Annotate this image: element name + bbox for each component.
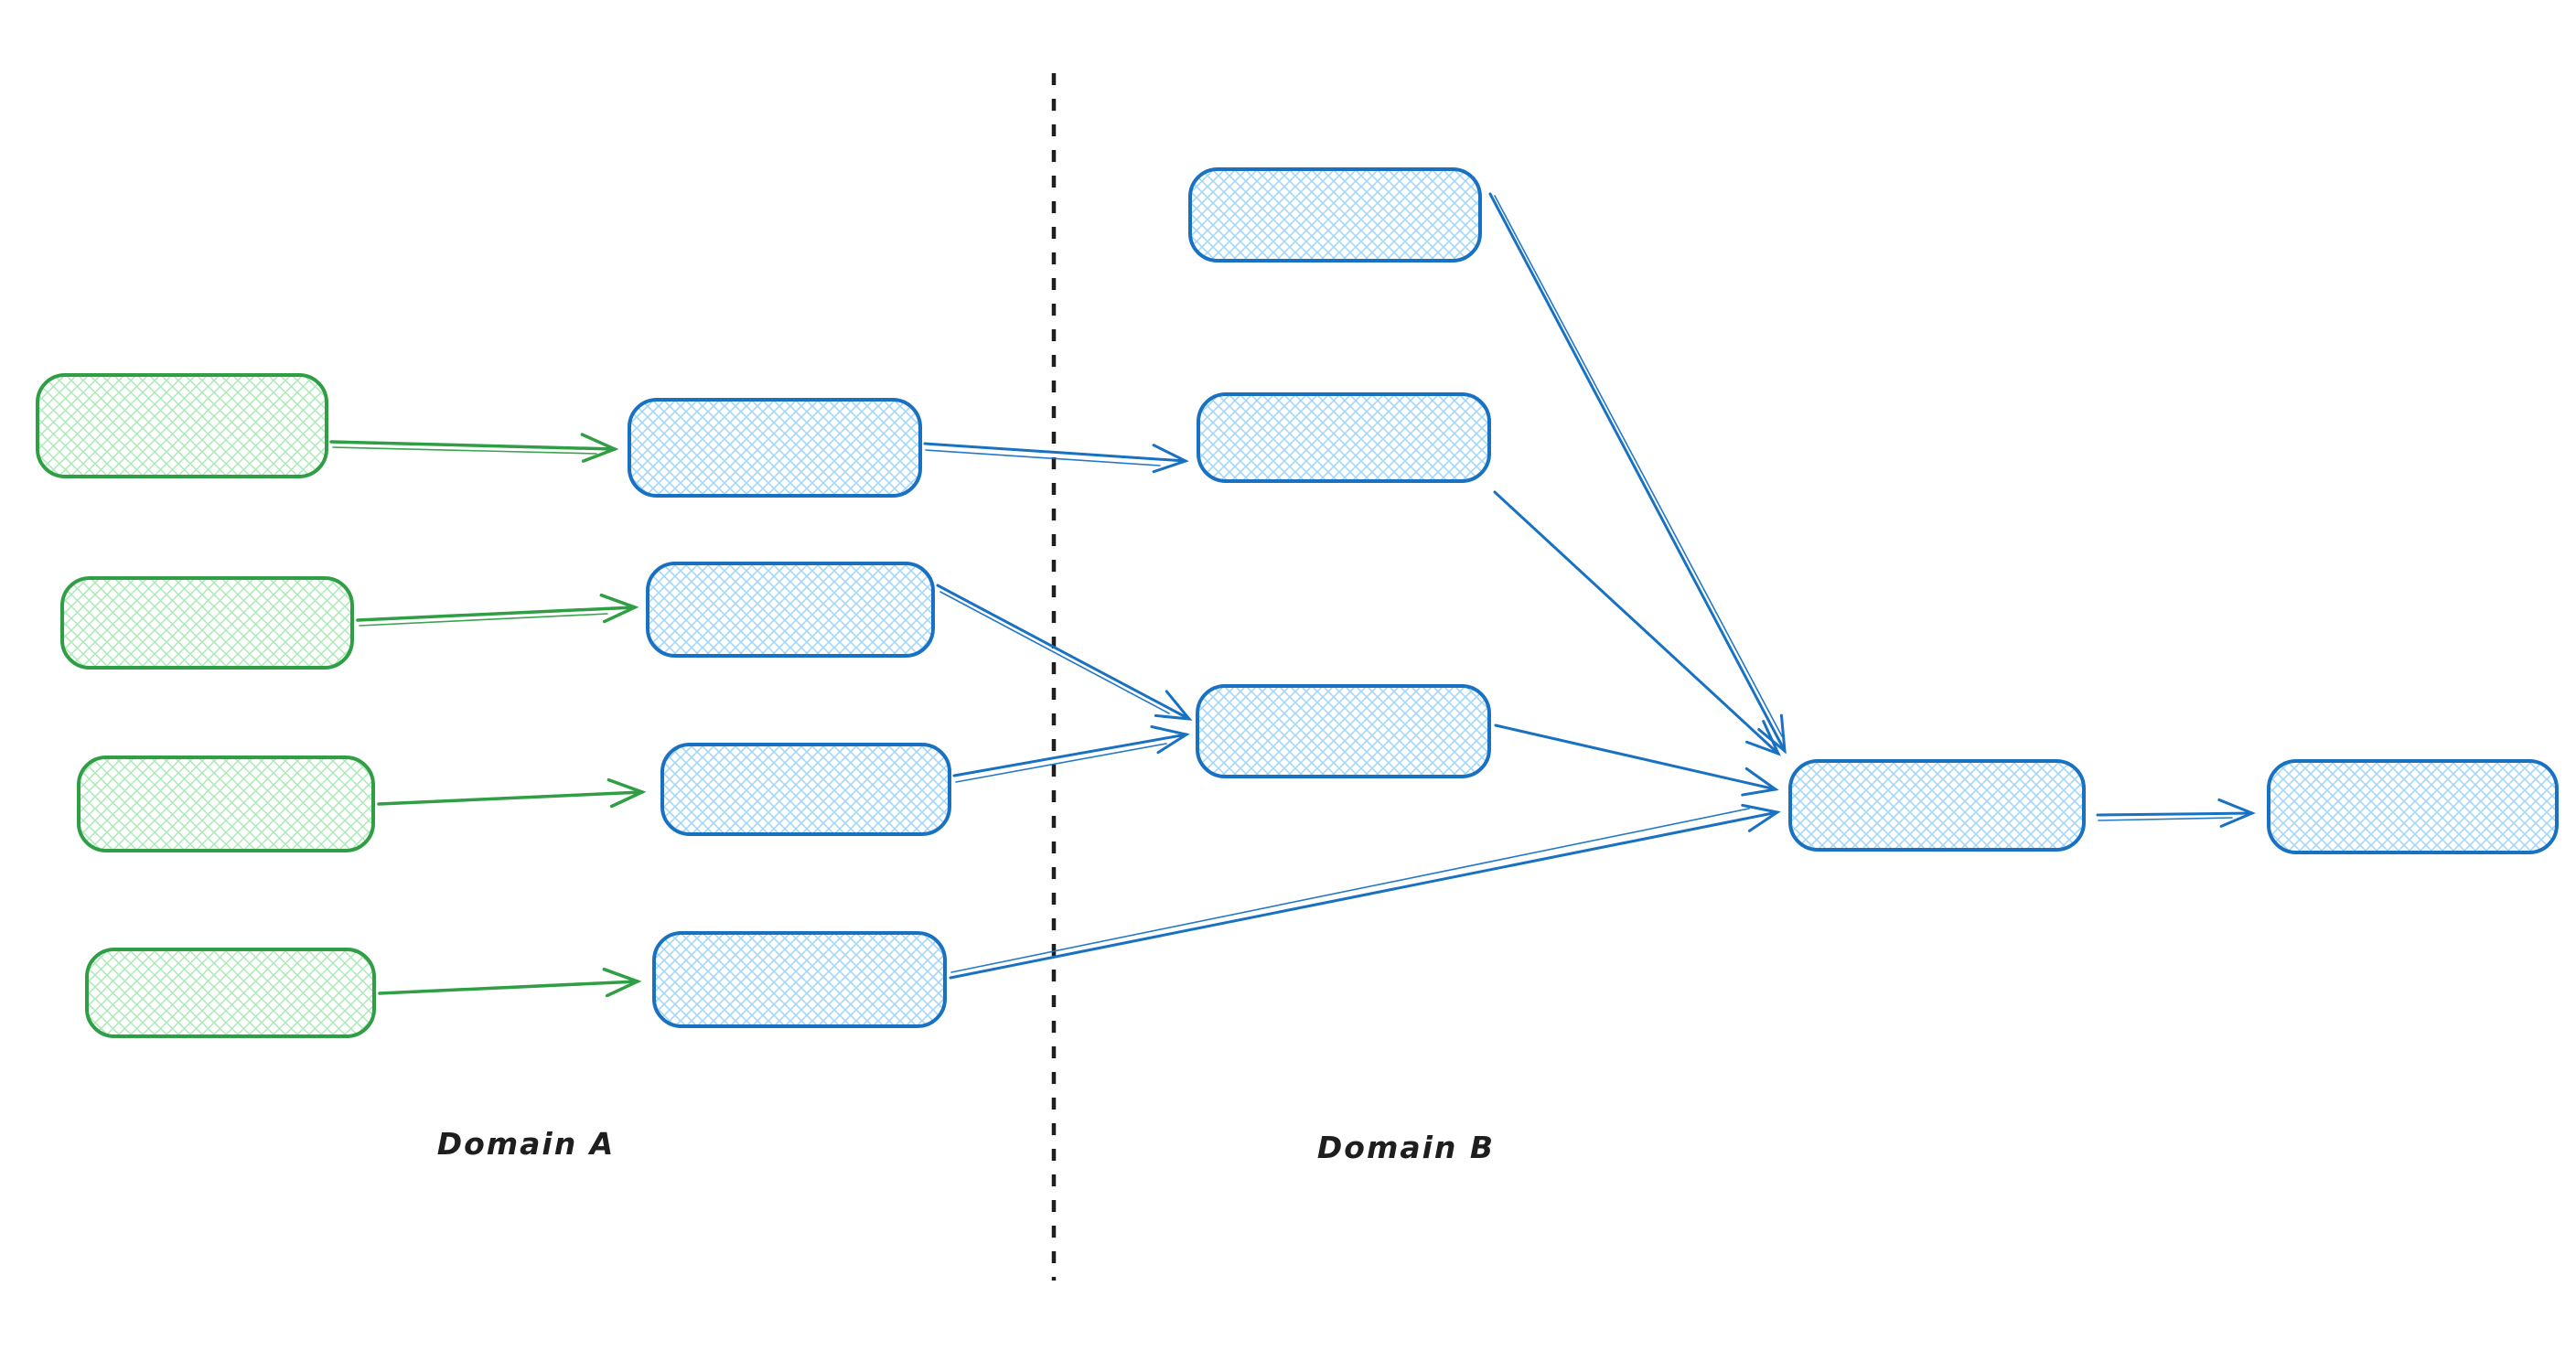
edge-sketch-echo [939,591,1170,714]
edge-sketch-echo [1494,195,1783,737]
node-a-stage-1 [628,398,922,498]
node-b-1 [1188,167,1482,263]
node-a-stage-3 [660,743,951,836]
edge-a-source-4-to-a-stage-4 [378,981,638,993]
edge-a-stage-1-to-b-node-2 [923,442,1189,474]
domain-b-label: Domain B [1317,1130,1495,1165]
edge-a-source-3-to-a-stage-3 [377,792,642,804]
node-a-source-4 [85,948,376,1038]
edge-b-node-1-to-b-hub [1488,192,1787,755]
node-layer [36,167,2559,1038]
edge-sketch-echo [359,613,608,627]
edge-sketch-echo [925,449,1161,466]
node-b-3 [1196,684,1491,778]
node-a-source-2 [60,576,354,670]
edge-a-stage-4-to-b-hub [949,803,1781,980]
edge-sketch-echo [2098,817,2233,821]
edge-a-source-2-to-a-stage-2 [356,607,635,620]
edge-sketch-echo [955,743,1167,783]
node-a-stage-4 [652,931,947,1028]
node-a-source-3 [77,756,375,852]
node-a-stage-2 [646,562,935,658]
node-b-2 [1197,392,1491,483]
edge-sketch-echo [950,808,1750,973]
edge-a-stage-3-to-b-node-3 [952,725,1190,777]
edge-b-hub-to-b-output [2096,798,2256,828]
edge-b-node-3-to-b-hub [1494,724,1779,797]
edge-a-stage-2-to-b-node-3 [936,584,1193,721]
edge-layer [329,192,2256,993]
edge-sketch-echo [332,446,597,455]
node-b-output [2267,759,2559,854]
node-a-source-1 [36,373,328,478]
domain-a-label: Domain A [437,1126,616,1162]
edge-b-node-2-to-b-hub [1493,490,1781,756]
node-b-hub [1788,759,2086,852]
edge-a-source-1-to-a-stage-1 [329,442,615,449]
